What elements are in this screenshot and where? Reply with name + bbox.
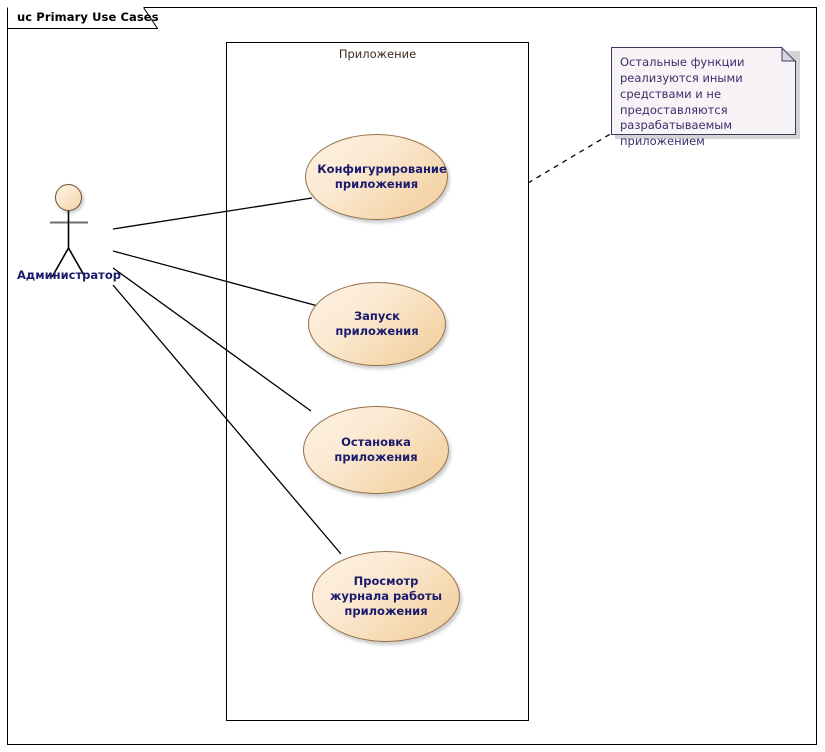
use-case-configure-label: Конфигурирование приложения xyxy=(317,162,447,191)
actor-head-icon xyxy=(55,184,82,211)
use-case-stop[interactable]: Остановка приложения xyxy=(303,406,449,494)
use-case-start[interactable]: Запуск приложения xyxy=(308,282,446,366)
note-text: Остальные функции реализуются иными сред… xyxy=(620,55,745,149)
system-boundary-label: Приложение xyxy=(338,47,417,61)
use-case-start-label: Запуск приложения xyxy=(335,309,419,338)
use-case-view-log[interactable]: Просмотр журнала работы приложения xyxy=(312,551,460,642)
use-case-view-log-label: Просмотр журнала работы приложения xyxy=(329,574,443,618)
diagram-frame xyxy=(7,7,817,745)
use-case-stop-label: Остановка приложения xyxy=(334,435,418,464)
frame-title-label: uc Primary Use Cases xyxy=(17,10,159,24)
actor-label: Администратор xyxy=(17,268,121,282)
note-body xyxy=(611,47,796,135)
note-fold-icon xyxy=(781,47,796,62)
use-case-configure[interactable]: Конфигурирование приложения xyxy=(305,134,448,220)
note[interactable]: Остальные функции реализуются иными сред… xyxy=(611,47,796,148)
